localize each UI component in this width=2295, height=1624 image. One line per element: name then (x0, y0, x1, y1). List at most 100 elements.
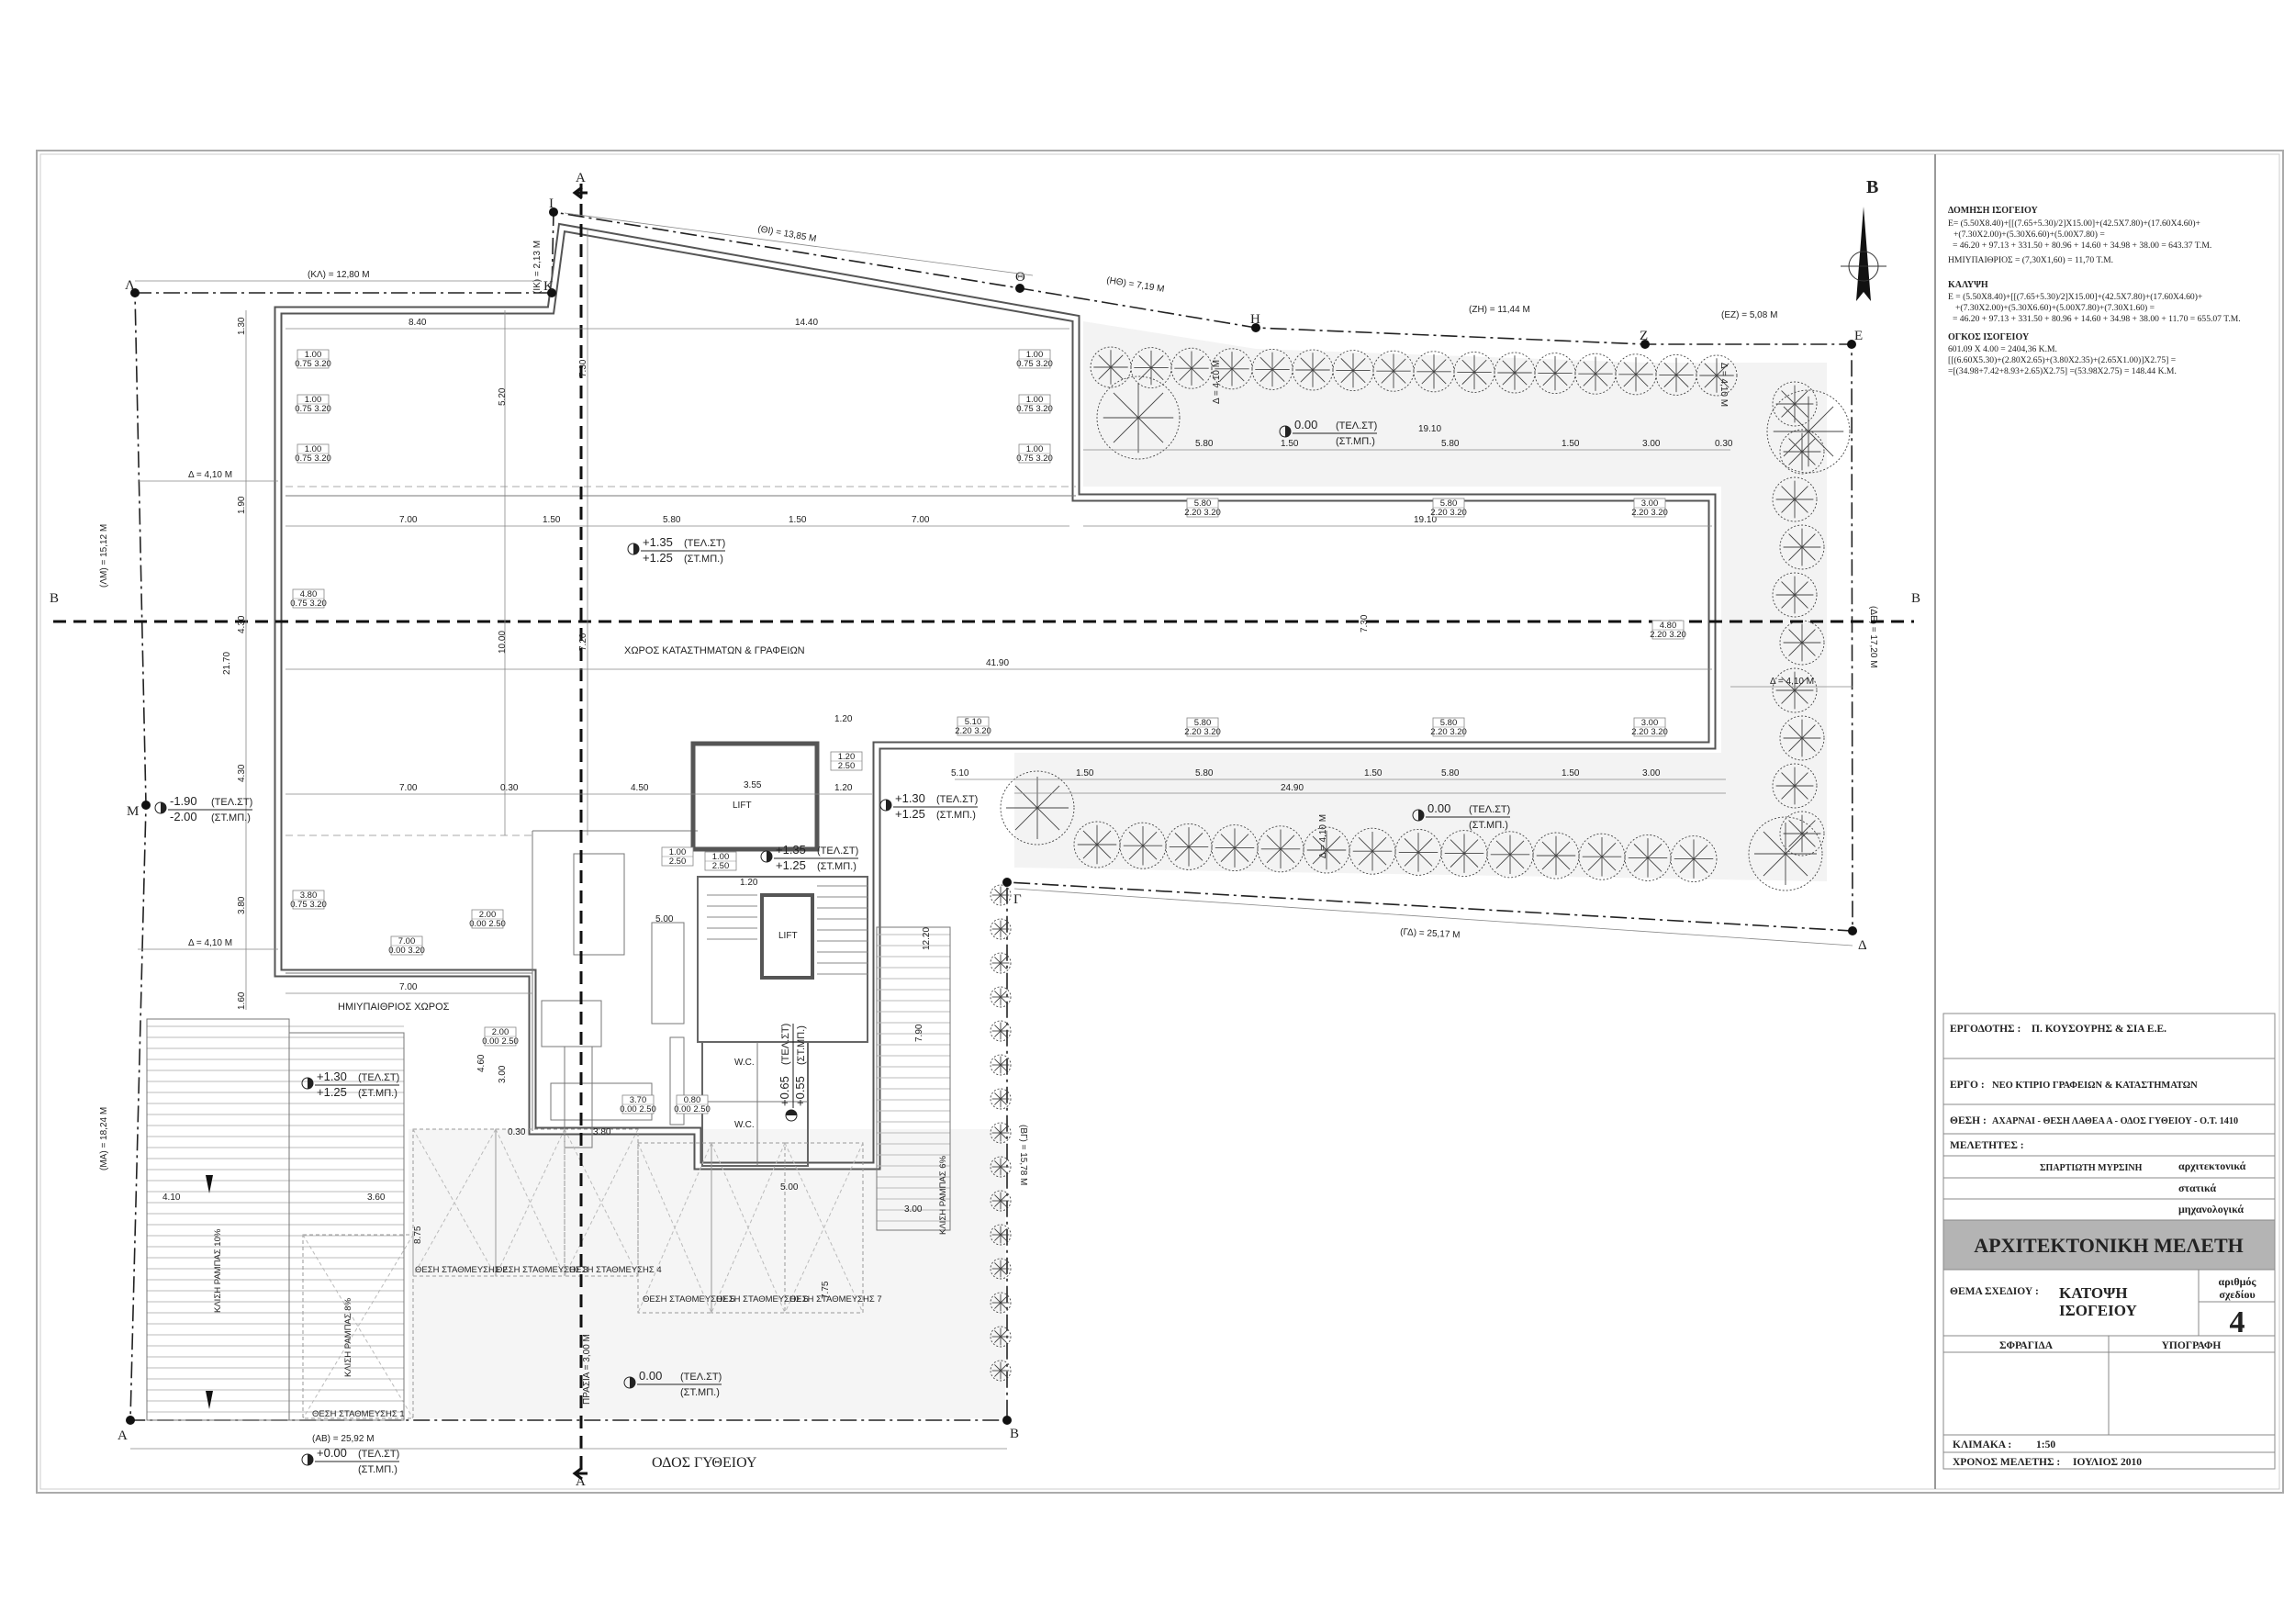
opening-tag: 2.000.00 2.50 (469, 909, 506, 929)
sheet-frame (36, 150, 2284, 1494)
svg-text:(ΤΕΛ.ΣΤ): (ΤΕΛ.ΣΤ) (1469, 804, 1510, 815)
calc-heading-ogkos: ΟΓΚΟΣ ΙΣΟΓΕΙΟΥ (1948, 332, 2030, 342)
opening-width: 1.00 (712, 852, 730, 862)
tree-icon (1779, 715, 1825, 761)
dim-label: 41.90 (986, 658, 1009, 668)
opening-width: 5.80 (1194, 718, 1212, 728)
parking-label: ΘΕΣΗ ΣΤΑΘΜΕΥΣΗΣ 4 (569, 1265, 662, 1275)
opening-tag: 1.000.75 3.20 (295, 394, 331, 414)
svg-text:+0.00: +0.00 (317, 1446, 347, 1460)
corner-label-i: I (549, 196, 554, 211)
lift-shaft-1 (690, 741, 820, 852)
tree-icon (1779, 620, 1825, 666)
level-marker: +1.30+1.25(ΤΕΛ.ΣΤ)(ΣΤ.ΜΠ.) (301, 1070, 399, 1099)
svg-text:(ΣΤ.ΜΠ.): (ΣΤ.ΜΠ.) (684, 554, 723, 565)
dim-label: 0.30 (508, 1127, 526, 1137)
tree-icon (1772, 667, 1818, 713)
lift-label: LIFT (778, 931, 798, 941)
dimension-lines (245, 230, 1730, 1010)
parking-bay (564, 1128, 639, 1277)
dim-label: 12.20 (922, 927, 932, 950)
svg-text:+1.25: +1.25 (317, 1085, 347, 1099)
svg-text:+1.25: +1.25 (776, 858, 806, 872)
setback-label: Δ = 4,10 M (188, 470, 232, 480)
ramp-left-edge (146, 1018, 290, 1421)
svg-text:+1.30: +1.30 (895, 791, 925, 805)
opening-tag: 4.800.75 3.20 (290, 588, 327, 609)
calc-line: 601.09 X 4.00 = 2404,36 K.M. (1948, 344, 2057, 354)
svg-text:+0.65: +0.65 (778, 1076, 791, 1106)
lift-shaft-2 (760, 893, 814, 980)
svg-text:(ΤΕΛ.ΣΤ): (ΤΕΛ.ΣΤ) (817, 846, 858, 857)
tree-icon (1766, 389, 1851, 474)
calc-line: ΗΜΙΥΠΑΙΘΡΙΟΣ = (7,30X1,60) = 11,70 T.M. (1948, 255, 2113, 265)
calc-line: [[(6.60X5.30)+(2.80X2.65)+(3.80X2.35)+(2… (1948, 355, 2176, 365)
corner-point (1847, 340, 1856, 349)
desk (564, 1046, 593, 1148)
dim-label: 0.30 (500, 783, 519, 793)
garden-area-top (1014, 321, 1827, 881)
boundary-de: (ΔΕ) = 17,20 M (1868, 606, 1878, 668)
svg-text:(ΣΤ.ΜΠ.): (ΣΤ.ΜΠ.) (1469, 820, 1508, 831)
svg-text:+1.25: +1.25 (643, 551, 673, 565)
svg-text:-2.00: -2.00 (170, 810, 197, 823)
opening-tag: 3.002.20 3.20 (1631, 498, 1668, 518)
boundary-bg: (ΒΓ) = 15,78 M (1018, 1125, 1028, 1185)
designer-name: ΣΠΑΡΤΙΩΤΗ ΜΥΡΣΙΝΗ (2040, 1163, 2143, 1173)
dim-label: 4.50 (631, 783, 649, 793)
tree-icon (990, 1156, 1012, 1178)
opening-tag: 1.002.50 (704, 851, 737, 871)
tree-icon (1257, 825, 1304, 873)
tree-icon (1670, 835, 1718, 883)
subject-line-1: ΚΑΤΟΨΗ (2059, 1284, 2128, 1302)
dim-label: 1.20 (834, 714, 853, 724)
level-markers: +1.35+1.25(ΤΕΛ.ΣΤ)(ΣΤ.ΜΠ.) 0.00(ΤΕΛ.ΣΤ)(… (154, 418, 1510, 1475)
level-marker: -1.90-2.00(ΤΕΛ.ΣΤ)(ΣΤ.ΜΠ.) (154, 794, 252, 823)
dim-label: 5.80 (1195, 768, 1214, 778)
tree-icon (990, 986, 1012, 1008)
opening-width: 7.00 (398, 936, 416, 946)
svg-text:(ΣΤ.ΜΠ.): (ΣΤ.ΜΠ.) (680, 1387, 720, 1398)
tree-icon (990, 1088, 1012, 1110)
opening-sill-height: 0.75 3.20 (295, 454, 331, 464)
boundary-thi: (ΘΙ) = 13,85 M (756, 224, 817, 244)
svg-text:(ΣΤ.ΜΠ.): (ΣΤ.ΜΠ.) (211, 812, 251, 823)
dim-label: 4.30 (237, 615, 247, 633)
corner-label-g: Γ (1013, 892, 1022, 907)
parking-bay (302, 1234, 414, 1419)
svg-text:0.00: 0.00 (1427, 801, 1450, 815)
tree-icon (1303, 826, 1350, 874)
parking-label: ΘΕΣΗ ΣΤΑΘΜΕΥΣΗΣ 1 (312, 1409, 405, 1419)
street-name: ΟΔΟΣ ΓΥΘΕΙΟΥ (652, 1455, 757, 1471)
parking-bay (784, 1142, 864, 1314)
svg-text:-1.90: -1.90 (170, 794, 197, 808)
parking-bay (637, 1142, 712, 1314)
corner-label-h: H (1250, 312, 1260, 327)
dim-label: 1.20 (740, 878, 758, 888)
corner-point (547, 288, 556, 297)
opening-width: 2.00 (492, 1027, 509, 1037)
boundary-ez: (ΕΖ) = 5,08 M (1721, 310, 1777, 320)
dim-label: 5.00 (780, 1182, 799, 1193)
dim-label: 7.00 (399, 982, 418, 992)
opening-width: 0.80 (684, 1095, 701, 1105)
tree-icon (1772, 381, 1818, 427)
room-label-main-space: ΧΩΡΟΣ ΚΑΤΑΣΤΗΜΑΤΩΝ & ΓΡΑΦΕΙΩΝ (624, 645, 805, 656)
tree-icon (1096, 375, 1181, 460)
north-label: B (1866, 177, 1878, 197)
svg-text:(ΣΤ.ΜΠ.): (ΣΤ.ΜΠ.) (358, 1464, 397, 1475)
dim-label: 8.40 (409, 318, 427, 328)
section-arrow-icon (572, 1466, 588, 1481)
svg-text:(ΤΕΛ.ΣΤ): (ΤΕΛ.ΣΤ) (358, 1072, 399, 1083)
setback-label: Δ = 4,10 M (1718, 363, 1729, 407)
dim-label: 7.00 (912, 515, 930, 525)
setback-label: Δ = 4,10 M (1318, 814, 1328, 858)
date-value: ΙΟΥΛΙΟΣ 2010 (2073, 1457, 2142, 1468)
parking-label: ΘΕΣΗ ΣΤΑΘΜΕΥΣΗΣ 6 (716, 1294, 809, 1305)
study-title: ΑΡΧΙΤΕΚΤΟΝΙΚΗ ΜΕΛΕΤΗ (1974, 1234, 2243, 1257)
dim-label: 5.80 (1441, 768, 1460, 778)
dim-label: 1.50 (1562, 768, 1580, 778)
opening-tag: 1.000.75 3.20 (295, 349, 331, 369)
boundary-ik: (ΙΚ) = 2,13 M (532, 241, 543, 294)
dim-label: 3.80 (593, 1127, 611, 1137)
